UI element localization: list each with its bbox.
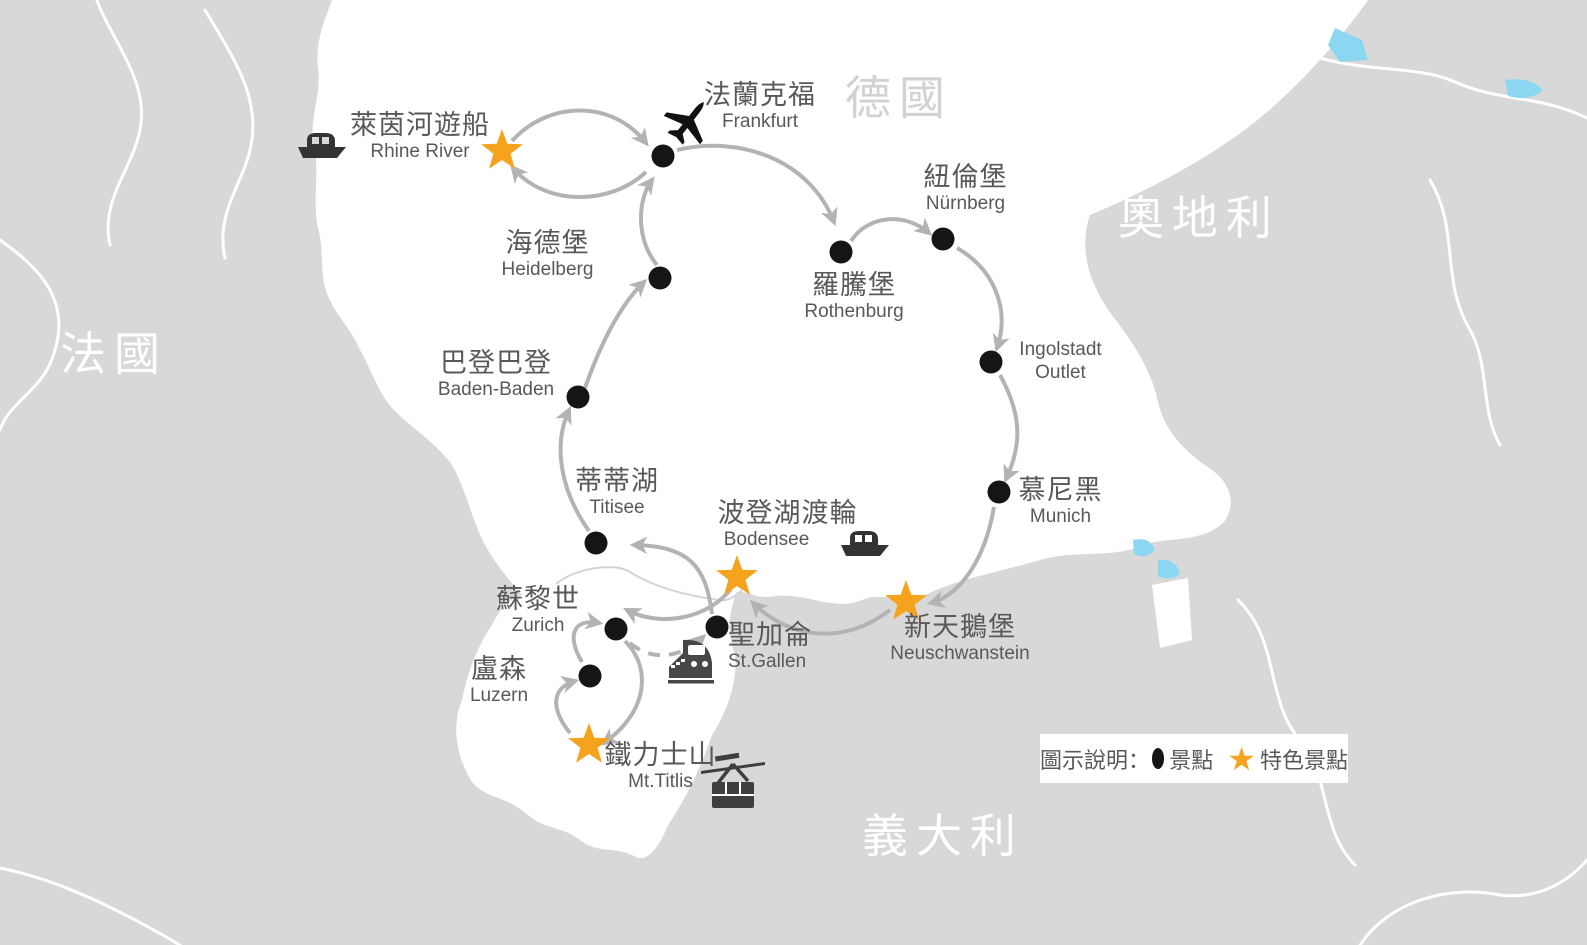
route-titisee-to-badenbaden [555, 405, 591, 533]
legend-star-label: 特色景點 [1259, 747, 1348, 773]
airplane-icon [663, 102, 704, 145]
route-heidelberg-to-frankfurt [637, 176, 659, 267]
label-zh: 波登湖渡輪 [717, 498, 858, 528]
train-icon [668, 639, 714, 684]
poi-dot-luzern [578, 664, 602, 688]
route-rothenburg-to-nurnberg [849, 217, 933, 243]
route-titlis-to-luzern [554, 675, 580, 735]
location-label-rhine-river: 萊茵河遊船 Rhine River [345, 110, 495, 163]
label-en: Frankfurt [721, 111, 799, 133]
poi-dot-heidelberg [648, 266, 672, 290]
label-en: Titisee [589, 497, 645, 519]
label-en: Zurich [511, 615, 565, 637]
location-label-titisee: 蒂蒂湖 Titisee [572, 466, 662, 519]
location-label-frankfurt: 法蘭克福 Frankfurt [700, 80, 820, 133]
country-label-italy: 義大利 [862, 810, 1024, 862]
country-label-germany: 德國 [845, 72, 953, 124]
route-badenbaden-to-heidelberg [583, 278, 648, 389]
label-en: Rhine River [370, 141, 470, 163]
route-zurich-to-titlis [600, 639, 644, 746]
map-white-wedge [1152, 578, 1192, 648]
label-en: Neuschwanstein [890, 643, 1030, 665]
map-landmass [312, 0, 1369, 859]
dot-marker-icon [1152, 748, 1165, 769]
poi-dots [566, 144, 1011, 688]
label-en: Bodensee [723, 529, 810, 551]
location-label-zurich: 蘇黎世 Zurich [492, 584, 584, 637]
cablecar-icon [701, 752, 765, 808]
location-label-baden-baden: 巴登巴登 Baden-Baden [435, 348, 557, 401]
location-label-munich: 慕尼黑 Munich [1018, 475, 1103, 528]
route-bodensee-to-zurich [623, 587, 733, 624]
route-nurnberg-to-ingolstadt [955, 246, 1010, 353]
label-en: Nürnberg [925, 193, 1006, 215]
label-en: Luzern [469, 685, 529, 707]
label-zh: 鐵力士山 [604, 740, 717, 770]
route-frankfurt-to-rhine [510, 164, 648, 199]
legend: 圖示說明： 景點 ★ 特色景點 [1040, 734, 1348, 783]
poi-star-bodensee [716, 555, 758, 595]
route-luzern-to-zurich [571, 611, 604, 664]
label-zh: 慕尼黑 [1018, 475, 1103, 505]
location-label-nurnberg: 紐倫堡 Nürnberg [918, 162, 1013, 215]
label-en: St.Gallen [728, 651, 807, 673]
lake-shapes [1133, 28, 1543, 579]
poi-dot-rothenburg [829, 240, 853, 264]
poi-dot-st-gallen [705, 615, 729, 639]
label-zh: 法蘭克福 [704, 80, 816, 110]
location-label-mt-titlis: 鐵力士山 Mt.Titlis [603, 740, 718, 793]
map-inner-border [555, 566, 743, 602]
route-neuschwanstein-to-bodensee [749, 599, 892, 636]
country-label-france: 法國 [60, 328, 168, 380]
label-zh: 萊茵河遊船 [350, 110, 490, 140]
poi-star-neuschwanstein [885, 580, 927, 620]
location-label-neuschwanstein: 新天鵝堡 Neuschwanstein [885, 612, 1035, 665]
label-en: Baden-Baden [437, 379, 555, 401]
poi-star-rhine-river [481, 129, 523, 169]
label-zh: 巴登巴登 [440, 348, 552, 378]
legend-title: 圖示說明： [1040, 747, 1151, 773]
label-zh: 海德堡 [505, 228, 590, 258]
label-zh: 羅騰堡 [812, 270, 896, 300]
poi-dot-titisee [584, 531, 608, 555]
label-zh: 新天鵝堡 [904, 612, 1016, 642]
country-label-austria: 奧地利 [1118, 192, 1280, 244]
poi-stars [481, 129, 927, 763]
boat-icon [298, 133, 346, 158]
star-marker-icon: ★ [1227, 740, 1256, 777]
route-stgallen-to-titisee [629, 536, 714, 615]
legend-dot-label: 景點 [1169, 747, 1214, 773]
label-en: Ingolstadt [1019, 339, 1102, 360]
route-ingolstadt-to-munich [998, 374, 1020, 483]
location-label-rothenburg: 羅騰堡 Rothenburg [798, 270, 910, 323]
location-label-luzern: 盧森 Luzern [464, 654, 534, 707]
poi-dot-frankfurt [651, 144, 675, 168]
poi-dot-baden-baden [566, 385, 590, 409]
poi-dot-nurnberg [931, 227, 955, 251]
route-rhine-to-frankfurt [510, 108, 649, 147]
location-label-st-gallen: 聖加侖 St.Gallen [728, 620, 823, 673]
label-zh: 蘇黎世 [496, 584, 580, 614]
location-label-bodensee: 波登湖渡輪 Bodensee [715, 498, 860, 551]
label-en: Rothenburg [804, 301, 904, 323]
route-frankfurt-to-rothenburg [676, 143, 838, 227]
location-label-heidelberg: 海德堡 Heidelberg [495, 228, 600, 281]
label-en: Heidelberg [501, 259, 594, 281]
poi-dot-ingolstadt [979, 350, 1003, 374]
label-en: Mt.Titlis [628, 771, 693, 793]
label-en: Outlet [1035, 361, 1086, 383]
label-en: Munich [1029, 506, 1092, 528]
label-zh: 聖加侖 [728, 620, 812, 650]
poi-dot-zurich [604, 617, 628, 641]
poi-dot-munich [987, 480, 1011, 504]
label-zh: 紐倫堡 [923, 162, 1008, 192]
route-munich-to-neuschwanstein [926, 506, 996, 608]
label-zh: 蒂蒂湖 [575, 466, 659, 496]
location-label-ingolstadt-outlet: Ingolstadt Outlet [1008, 338, 1113, 384]
poi-star-mt-titlis [568, 723, 610, 763]
boat-icon [841, 531, 889, 556]
route-arrows [510, 108, 1020, 746]
label-zh: 盧森 [471, 654, 527, 684]
